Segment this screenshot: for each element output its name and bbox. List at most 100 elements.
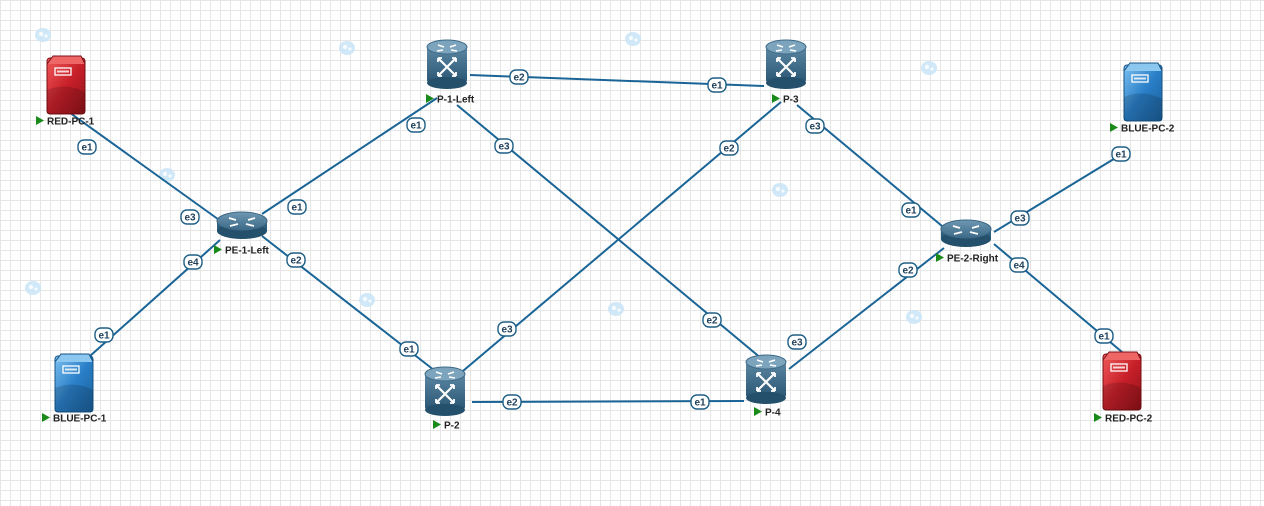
svg-text:e1: e1 xyxy=(410,121,422,132)
play-status-icon[interactable] xyxy=(433,420,441,429)
link-pe_1_left-p_1_left[interactable] xyxy=(261,97,438,215)
decoration-cloud-icon xyxy=(608,302,624,316)
interface-label-red_pc_1-e1[interactable]: e1 xyxy=(77,139,97,155)
node-label: BLUE-PC-1 xyxy=(42,413,107,425)
node-label: P-4 xyxy=(754,407,781,419)
svg-text:e2: e2 xyxy=(902,266,914,277)
node-red-pc-2[interactable]: RED-PC-2 xyxy=(1094,351,1153,425)
svg-text:e3: e3 xyxy=(184,213,196,224)
svg-text:P-4: P-4 xyxy=(765,408,781,419)
interface-label-p_1_left-e3[interactable]: e3 xyxy=(494,138,514,154)
link-red_pc_1-pe_1_left[interactable] xyxy=(65,109,223,223)
svg-text:e4: e4 xyxy=(187,258,199,269)
layer3-switch-icon[interactable] xyxy=(765,39,807,89)
router-icon[interactable] xyxy=(216,211,268,239)
play-status-icon[interactable] xyxy=(1110,123,1118,132)
interface-label-pe_1_left-e3[interactable]: e3 xyxy=(180,209,200,225)
node-label: RED-PC-1 xyxy=(36,116,95,128)
node-p-2[interactable]: P-2 xyxy=(424,366,466,432)
interface-label-p_3-e2[interactable]: e2 xyxy=(719,140,739,156)
red-pc-tower-icon[interactable] xyxy=(46,55,86,115)
link-p_4-pe_2_right[interactable] xyxy=(788,247,945,370)
interface-label-pe_1_left-e4[interactable]: e4 xyxy=(183,254,203,270)
interface-label-pe_1_left-e1[interactable]: e1 xyxy=(287,199,307,215)
svg-text:e3: e3 xyxy=(1014,214,1026,225)
blue-pc-tower-icon[interactable] xyxy=(1123,62,1163,122)
interface-label-p_1_left-e2[interactable]: e2 xyxy=(509,69,529,85)
interface-label-p_2-e1[interactable]: e1 xyxy=(399,341,419,357)
interface-label-pe_2_right-e1[interactable]: e1 xyxy=(901,202,921,218)
interface-label-p_4-e3[interactable]: e3 xyxy=(787,334,807,350)
interface-label-p_1_left-e1[interactable]: e1 xyxy=(406,117,426,133)
interface-label-blue_pc_1-e1[interactable]: e1 xyxy=(94,327,114,343)
play-status-icon[interactable] xyxy=(1094,413,1102,422)
svg-text:RED-PC-1: RED-PC-1 xyxy=(47,117,95,128)
play-status-icon[interactable] xyxy=(772,94,780,103)
svg-text:e2: e2 xyxy=(706,316,718,327)
blue-pc-tower-icon[interactable] xyxy=(54,353,94,413)
svg-text:P-3: P-3 xyxy=(783,95,799,106)
play-status-icon[interactable] xyxy=(42,413,50,422)
interface-label-p_2-e3[interactable]: e3 xyxy=(497,321,517,337)
svg-text:e2: e2 xyxy=(723,144,735,155)
red-pc-tower-icon[interactable] xyxy=(1102,351,1142,411)
svg-text:e3: e3 xyxy=(809,122,821,133)
svg-text:PE-2-Right: PE-2-Right xyxy=(947,254,999,265)
play-status-icon[interactable] xyxy=(754,407,762,416)
play-status-icon[interactable] xyxy=(214,245,222,254)
decoration-cloud-icon xyxy=(921,61,937,75)
router-icon[interactable] xyxy=(940,219,992,247)
svg-text:e4: e4 xyxy=(1013,261,1025,272)
node-pe-1-left[interactable]: PE-1-Left xyxy=(214,211,270,257)
interface-label-p_3-e1[interactable]: e1 xyxy=(707,77,727,93)
play-status-icon[interactable] xyxy=(426,94,434,103)
svg-text:e3: e3 xyxy=(791,338,803,349)
svg-text:e1: e1 xyxy=(1115,150,1127,161)
interface-label-pe_2_right-e4[interactable]: e4 xyxy=(1009,257,1029,273)
node-label: P-3 xyxy=(772,94,799,106)
interface-label-p_2-e2[interactable]: e2 xyxy=(502,394,522,410)
svg-text:e1: e1 xyxy=(905,206,917,217)
background-decorations xyxy=(25,28,937,324)
svg-text:e1: e1 xyxy=(98,331,110,342)
svg-text:e3: e3 xyxy=(498,142,510,153)
layer3-switch-icon[interactable] xyxy=(426,39,468,89)
svg-text:PE-1-Left: PE-1-Left xyxy=(225,246,270,257)
layer3-switch-icon[interactable] xyxy=(745,354,787,404)
svg-text:BLUE-PC-1: BLUE-PC-1 xyxy=(53,414,107,425)
layer3-switch-icon[interactable] xyxy=(424,366,466,416)
node-red-pc-1[interactable]: RED-PC-1 xyxy=(36,55,95,128)
interface-label-p_4-e2[interactable]: e2 xyxy=(702,312,722,328)
decoration-cloud-icon xyxy=(25,281,41,295)
interface-label-pe_1_left-e2[interactable]: e2 xyxy=(286,252,306,268)
svg-text:P-1-Left: P-1-Left xyxy=(437,95,475,106)
decoration-cloud-icon xyxy=(339,41,355,55)
node-blue-pc-2[interactable]: BLUE-PC-2 xyxy=(1110,62,1175,135)
svg-text:e1: e1 xyxy=(1098,332,1110,343)
node-blue-pc-1[interactable]: BLUE-PC-1 xyxy=(42,353,107,425)
play-status-icon[interactable] xyxy=(936,253,944,262)
node-label: PE-1-Left xyxy=(214,245,270,257)
svg-text:e1: e1 xyxy=(81,143,93,154)
interface-labels-layer: e1 e3 e1 e4 e1 e1 e2 e1 e2 e1 e3 e2 e2 e1 e3 e2 e3 e1 e3 e2… xyxy=(77,69,1131,410)
decoration-cloud-icon xyxy=(772,183,788,197)
node-p-1-left[interactable]: P-1-Left xyxy=(426,39,475,106)
decoration-cloud-icon xyxy=(906,310,922,324)
interface-label-p_4-e1[interactable]: e1 xyxy=(690,394,710,410)
interface-label-p_3-e3[interactable]: e3 xyxy=(805,118,825,134)
svg-text:e2: e2 xyxy=(290,256,302,267)
interface-label-pe_2_right-e3[interactable]: e3 xyxy=(1010,210,1030,226)
decoration-cloud-icon xyxy=(35,28,51,42)
node-p-4[interactable]: P-4 xyxy=(745,354,787,419)
play-status-icon[interactable] xyxy=(36,116,44,125)
interface-label-red_pc_2-e1[interactable]: e1 xyxy=(1094,328,1114,344)
interface-label-blue_pc_2-e1[interactable]: e1 xyxy=(1111,146,1131,162)
interface-label-pe_2_right-e2[interactable]: e2 xyxy=(898,262,918,278)
svg-text:BLUE-PC-2: BLUE-PC-2 xyxy=(1121,124,1175,135)
svg-text:P-2: P-2 xyxy=(444,421,460,432)
node-p-3[interactable]: P-3 xyxy=(765,39,807,106)
node-label: P-2 xyxy=(433,420,460,432)
node-pe-2-right[interactable]: PE-2-Right xyxy=(936,219,999,265)
